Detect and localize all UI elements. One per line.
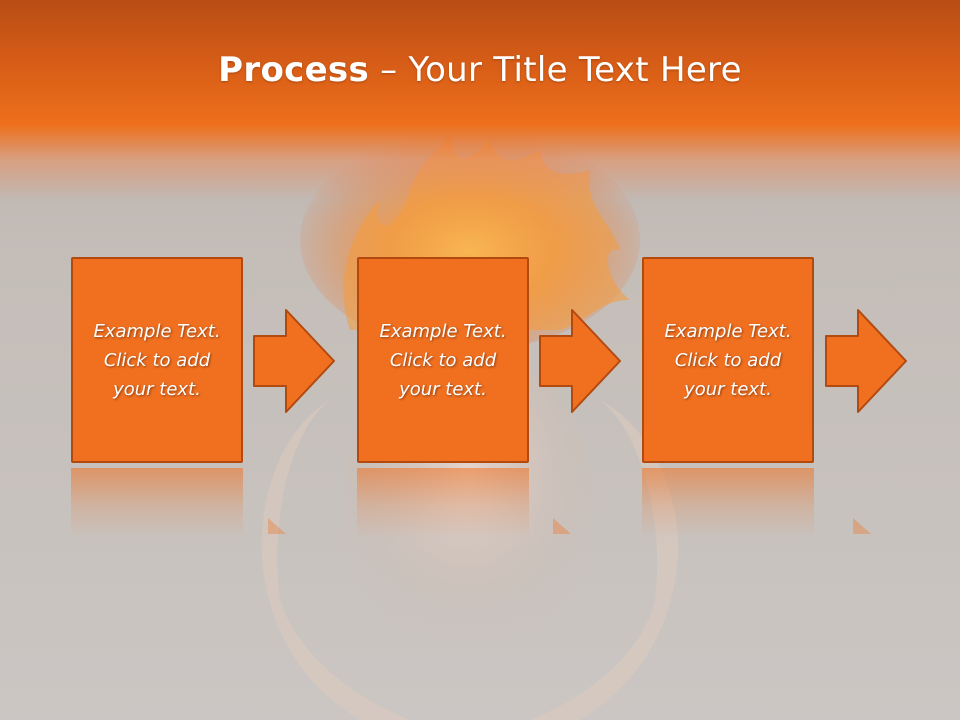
- step-1-box[interactable]: Example Text. Click to add your text.: [71, 257, 243, 463]
- right-hand-shape: [530, 400, 679, 720]
- step-1-reflection: [71, 468, 243, 538]
- arrow-reflection: [853, 518, 871, 534]
- arrow-reflection: [268, 518, 286, 534]
- step-2-text: Example Text. Click to add your text.: [379, 317, 506, 404]
- left-hand-shape: [261, 400, 410, 720]
- step-3-reflection: [642, 468, 814, 538]
- header-band: [0, 0, 960, 200]
- step-1-line-3: your text.: [113, 378, 201, 400]
- step-2-line-2: Click to add: [389, 349, 497, 371]
- step-1-text: Example Text. Click to add your text.: [93, 317, 220, 404]
- title-rest: – Your Title Text Here: [369, 50, 742, 90]
- step-3-text: Example Text. Click to add your text.: [664, 317, 791, 404]
- step-2-line-3: your text.: [399, 378, 487, 400]
- step-3-line-1: Example Text.: [664, 320, 792, 342]
- step-1-line-2: Click to add: [103, 349, 211, 371]
- step-3-line-2: Click to add: [674, 349, 782, 371]
- step-2-reflection: [357, 468, 529, 538]
- step-2-box[interactable]: Example Text. Click to add your text.: [357, 257, 529, 463]
- right-arrow-icon: [539, 309, 621, 413]
- arrow-reflection: [553, 518, 571, 534]
- step-1-line-1: Example Text.: [93, 320, 221, 342]
- title-bold: Process: [218, 50, 370, 90]
- step-3-box[interactable]: Example Text. Click to add your text.: [642, 257, 814, 463]
- right-arrow-icon: [825, 309, 907, 413]
- page-title[interactable]: Process – Your Title Text Here: [0, 50, 960, 90]
- step-3-line-3: your text.: [684, 378, 772, 400]
- right-arrow-icon: [253, 309, 335, 413]
- step-2-line-1: Example Text.: [379, 320, 507, 342]
